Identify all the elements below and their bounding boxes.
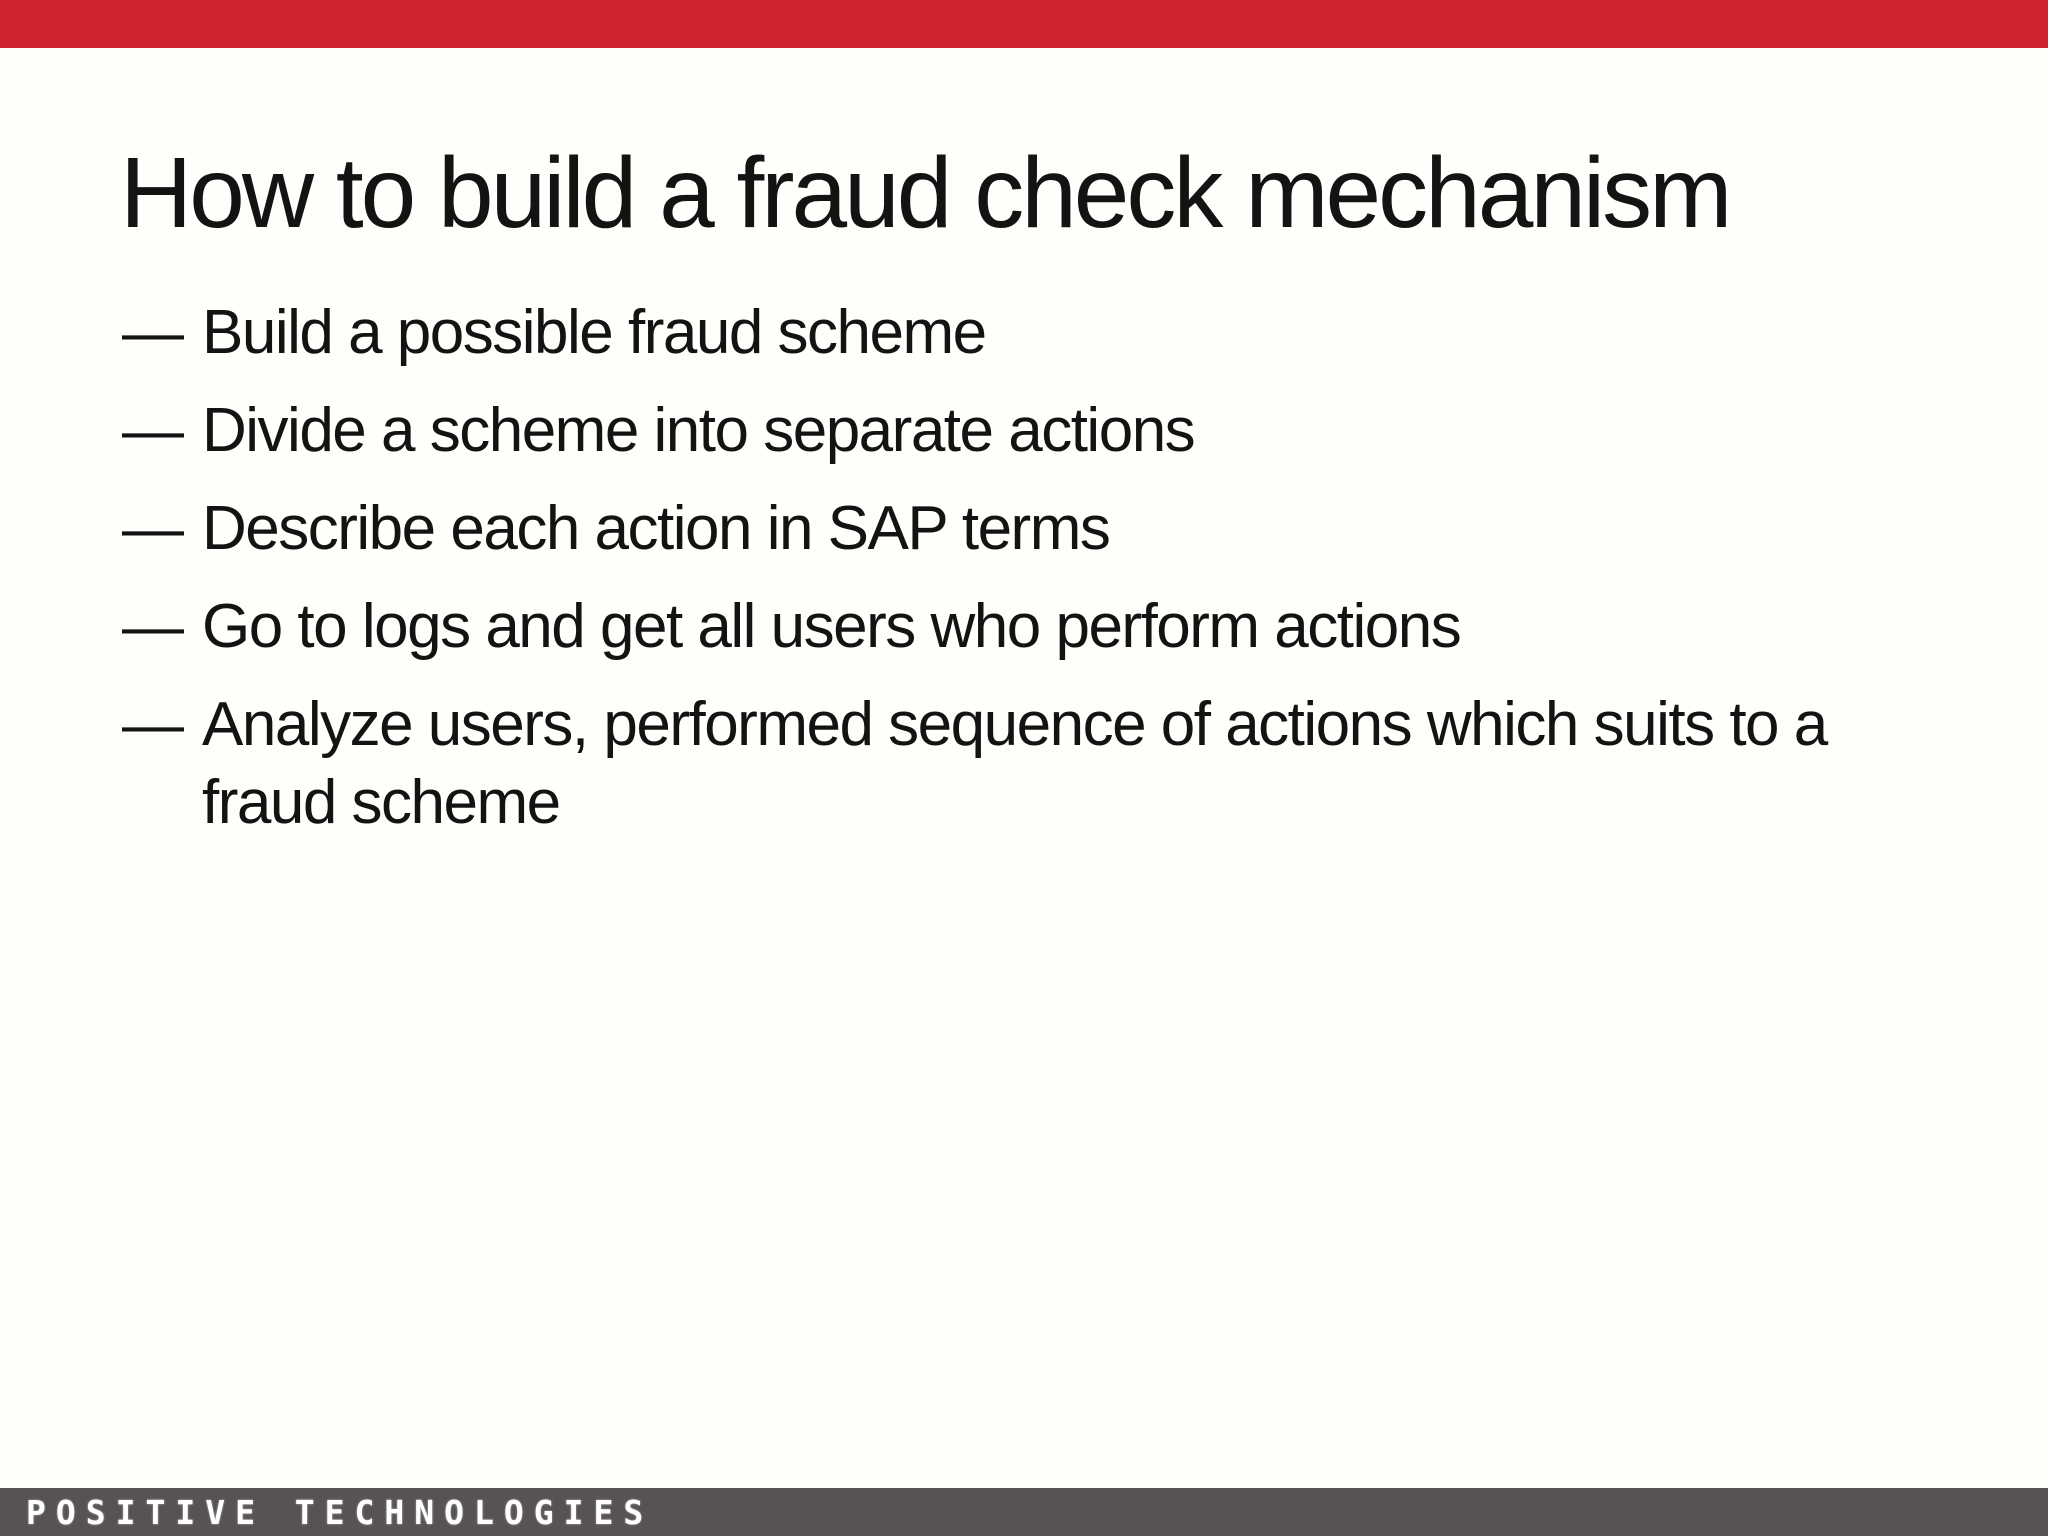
bullet-item: — Analyze users, performed sequence of ac… <box>122 686 1942 842</box>
bullet-text: Go to logs and get all users who perform… <box>202 592 1462 661</box>
bullet-item: — Go to logs and get all users who perfor… <box>122 588 1942 666</box>
bullet-dash: — <box>122 494 184 563</box>
bullet-text: Analyze users, performed sequence of act… <box>202 690 1828 837</box>
bullet-dash: — <box>122 396 184 465</box>
bullet-dash: — <box>122 592 184 661</box>
bullet-item: — Build a possible fraud scheme <box>122 294 1942 372</box>
top-accent-bar <box>0 0 2048 48</box>
bullet-dash: — <box>122 690 184 759</box>
bullet-text: Build a possible fraud scheme <box>202 298 987 367</box>
bullet-list: — Build a possible fraud scheme — Divide a … <box>122 294 1942 842</box>
slide-title: How to build a fraud check mechanism <box>120 137 1732 249</box>
bullet-text: Describe each action in SAP terms <box>202 494 1111 563</box>
bullet-text: Divide a scheme into separate actions <box>202 396 1196 465</box>
bullet-item: — Divide a scheme into separate actions <box>122 392 1942 470</box>
bullet-dash: — <box>122 298 184 367</box>
bullet-item: — Describe each action in SAP terms <box>122 490 1942 568</box>
positive-technologies-logo: POSITIVE TECHNOLOGIES <box>26 1492 654 1532</box>
footer-bar: POSITIVE TECHNOLOGIES <box>0 1488 2048 1536</box>
